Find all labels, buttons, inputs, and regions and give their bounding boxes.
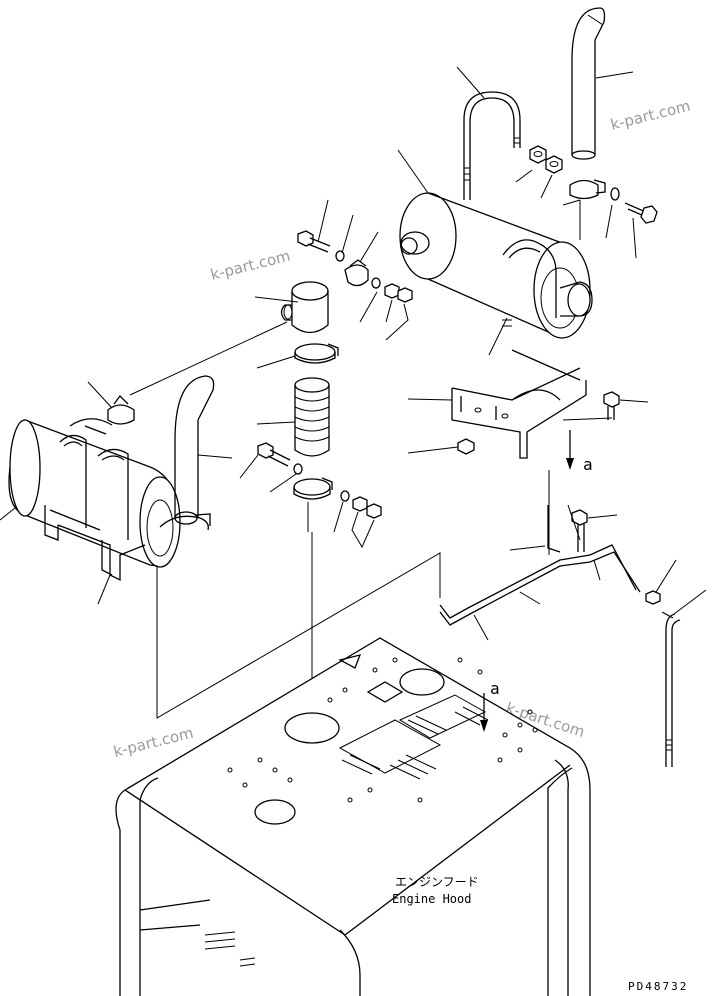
nut <box>515 145 563 199</box>
tail-pipe <box>571 7 634 160</box>
drain-pipe <box>439 470 641 641</box>
bolt <box>562 391 649 421</box>
engine-hood-label-japanese: エンジンフード <box>395 875 479 889</box>
nut <box>333 490 382 549</box>
bolt <box>605 187 658 259</box>
pipe-clamp <box>87 381 135 425</box>
vent-pipe <box>661 589 707 767</box>
watermark: k-part.com <box>209 247 293 284</box>
washer <box>269 463 303 493</box>
pipe-clamp <box>344 231 379 287</box>
watermark: k-part.com <box>609 97 693 134</box>
lower-muffler <box>0 418 181 568</box>
engine-hood <box>115 637 591 996</box>
nut <box>645 559 677 605</box>
hose-clamp <box>256 343 339 369</box>
nut <box>359 277 413 341</box>
bolt <box>297 199 331 253</box>
reference-arrow: a <box>480 679 500 732</box>
pipe-clamp <box>562 179 606 240</box>
upper-muffler <box>397 149 593 356</box>
stack-pipe <box>159 375 233 531</box>
flexible-bellows <box>256 377 330 457</box>
bolt <box>567 504 618 581</box>
flange-nut <box>407 438 475 455</box>
muffler-bracket <box>407 349 587 459</box>
tee-pipe <box>129 281 329 396</box>
reference-arrow: a <box>566 430 593 474</box>
reference-mark: a <box>583 455 593 474</box>
washer <box>335 214 354 262</box>
u-bolt <box>456 66 521 200</box>
reference-mark: a <box>490 679 500 698</box>
assembly-guide-line <box>156 552 441 719</box>
engine-hood-label-english: Engine Hood <box>392 892 471 906</box>
drawing-code: PD48732 <box>628 980 688 993</box>
bolt <box>239 442 291 479</box>
muffler-bracket <box>44 505 146 605</box>
